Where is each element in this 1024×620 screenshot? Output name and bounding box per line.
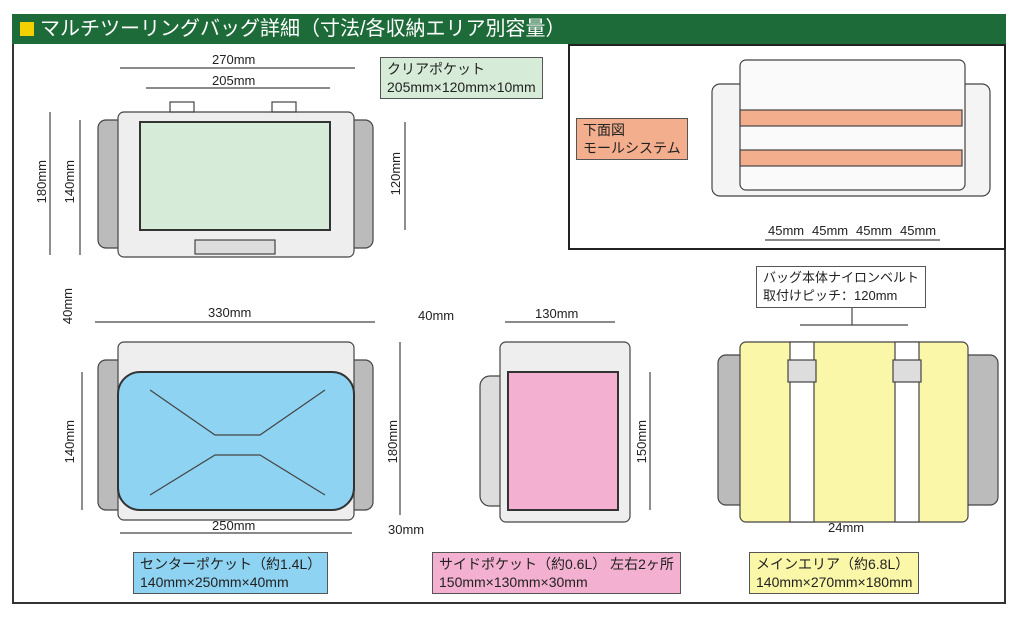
center-outer-width: 330mm xyxy=(208,305,252,320)
clear-pocket-name: クリアポケット xyxy=(387,61,485,77)
clear-pocket-height: 120mm xyxy=(388,152,403,196)
molle-pitch-3: 45mm xyxy=(856,223,893,238)
main-area-size: 140mm×270mm×180mm xyxy=(756,574,913,590)
clear-outer-width: 270mm xyxy=(212,52,256,67)
clear-offset: 40mm xyxy=(60,288,75,325)
side-pocket-name: サイドポケット（約0.6L） 左右2ヶ所 xyxy=(439,556,674,572)
side-width: 130mm xyxy=(535,306,579,321)
belt-label-2: 取付けピッチ：120mm xyxy=(763,288,898,303)
center-inner-width: 250mm xyxy=(212,518,256,533)
center-pocket-height: 140mm xyxy=(62,420,77,464)
clear-pocket-size: 205mm×120mm×10mm xyxy=(387,79,536,95)
main-area-name: メインエリア（約6.8L） xyxy=(756,556,910,572)
title-text: マルチツーリングバッグ詳細（寸法/各収納エリア別容量） xyxy=(40,18,566,40)
side-offset: 40mm xyxy=(418,308,455,323)
main-area-view xyxy=(717,305,999,523)
clear-pocket-view xyxy=(49,67,406,258)
belt-label-1: バッグ本体ナイロンベルト xyxy=(763,270,920,285)
molle-pitch-2: 45mm xyxy=(812,223,849,238)
title-marker-icon xyxy=(20,22,34,36)
side-pocket-view xyxy=(479,321,651,523)
center-depth: 30mm xyxy=(388,522,425,537)
side-pocket-label: サイドポケット（約0.6L） 左右2ヶ所 150mm×130mm×30mm xyxy=(432,552,681,594)
clear-pocket-label: クリアポケット 205mm×120mm×10mm xyxy=(380,57,543,99)
center-total-height: 180mm xyxy=(385,420,400,464)
molle-label-1: 下面図 xyxy=(583,122,625,138)
center-pocket-name: センターポケット（約1.4L） xyxy=(140,556,322,572)
main-area-label: メインエリア（約6.8L） 140mm×270mm×180mm xyxy=(749,552,920,594)
side-height: 150mm xyxy=(634,420,649,464)
molle-pitch-4: 45mm xyxy=(900,223,937,238)
page-title: マルチツーリングバッグ詳細（寸法/各収納エリア別容量） xyxy=(12,14,1006,44)
molle-label: 下面図モールシステム xyxy=(576,118,688,160)
molle-pitch-1: 45mm xyxy=(768,223,805,238)
center-pocket-label: センターポケット（約1.4L） 140mm×250mm×40mm xyxy=(133,552,329,594)
belt-label: バッグ本体ナイロンベルト取付けピッチ：120mm xyxy=(756,266,927,308)
center-pocket-view xyxy=(81,321,401,534)
clear-body-height: 140mm xyxy=(62,160,77,204)
molle-label-2: モールシステム xyxy=(583,140,681,156)
belt-width: 24mm xyxy=(828,520,865,535)
side-pocket-size: 150mm×130mm×30mm xyxy=(439,574,588,590)
molle-view xyxy=(711,59,991,241)
clear-total-height: 180mm xyxy=(34,160,49,204)
clear-inner-width: 205mm xyxy=(212,73,256,88)
center-pocket-size: 140mm×250mm×40mm xyxy=(140,574,289,590)
